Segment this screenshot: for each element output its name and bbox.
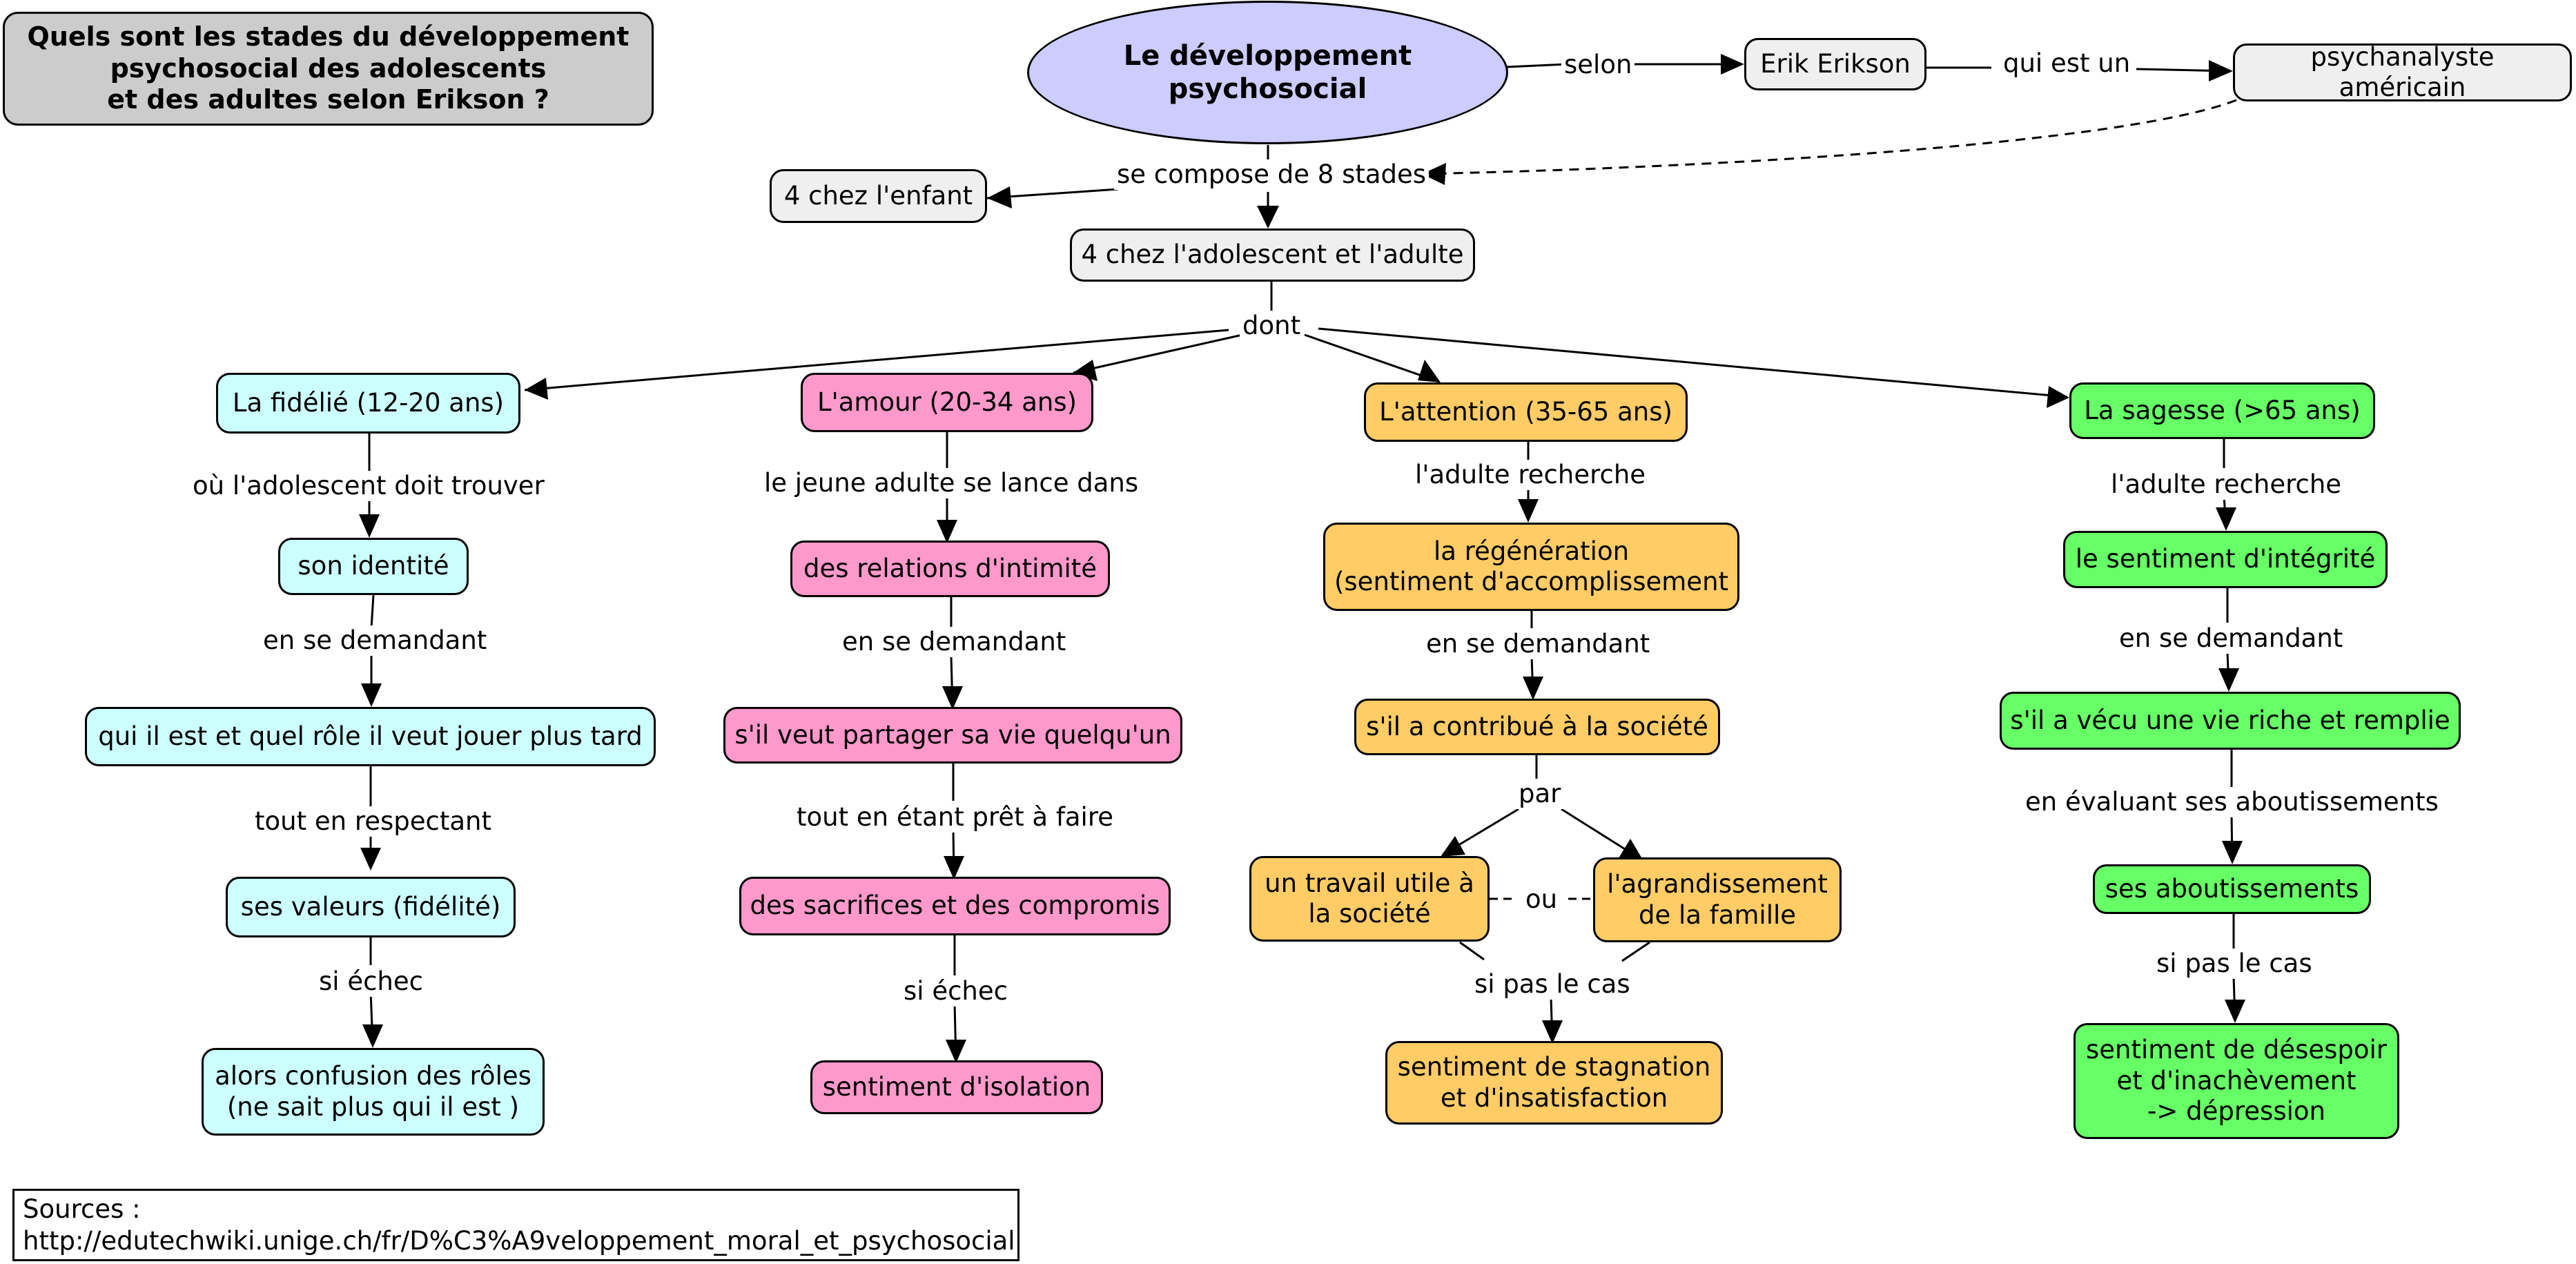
node-4-adolescent-adulte: 4 chez l'adolescent et l'adulte	[1070, 229, 1475, 282]
arrowhead	[1072, 360, 1097, 381]
node-travail-utile: un travail utile à la société	[1249, 856, 1490, 942]
sources-label: Sources :	[23, 1194, 141, 1224]
arrowhead	[937, 520, 957, 543]
arrowhead	[359, 514, 380, 538]
node-4-enfant: 4 chez l'enfant	[770, 169, 987, 223]
link-label-ou: ou	[1523, 884, 1561, 915]
arrowhead	[2209, 60, 2233, 81]
link-label: le jeune adulte se lance dans	[761, 468, 1142, 499]
node-contribue-societe: s'il a contribué à la société	[1354, 699, 1720, 755]
arrowhead	[2222, 841, 2243, 864]
node-vie-riche: s'il a vécu une vie riche et remplie	[2000, 692, 2461, 750]
node-psychanalyste: psychanalyste américain	[2233, 42, 2572, 102]
arrowhead	[1542, 1020, 1563, 1044]
stage-amour: L'amour (20-34 ans)	[801, 373, 1093, 432]
node-sentiment-integrite: le sentiment d'intégrité	[2063, 531, 2388, 588]
arrowhead	[1523, 677, 1543, 700]
link-label-se-compose: se compose de 8 stades	[1114, 159, 1430, 191]
arrowhead	[2047, 386, 2069, 408]
node-regeneration: la régénération (sentiment d'accomplisse…	[1323, 523, 1739, 611]
link-label: en se demandant	[839, 627, 1069, 658]
node-desespoir: sentiment de désespoir et d'inachèvement…	[2074, 1023, 2399, 1139]
arrowhead	[525, 378, 548, 400]
arrowhead	[1721, 54, 1744, 75]
arrowhead	[2218, 668, 2239, 692]
node-qui-il-est: qui il est et quel rôle il veut jouer pl…	[85, 707, 656, 766]
node-agrandissement-famille: l'agrandissement de la famille	[1593, 857, 1842, 942]
link-label: si échec	[316, 966, 426, 998]
node-son-identite: son identité	[278, 538, 469, 595]
arrowhead	[362, 1024, 383, 1048]
root-node: Le développement psychosocial	[1027, 1, 1508, 144]
link-label: en se demandant	[2116, 623, 2346, 654]
arrowhead	[987, 186, 1012, 208]
link-label: en évaluant ses aboutissements	[2022, 787, 2441, 818]
node-sacrifices-compromis: des sacrifices et des compromis	[739, 877, 1171, 935]
arrowhead	[1619, 839, 1643, 861]
link-label-par: par	[1516, 779, 1564, 810]
link-label: où l'adolescent doit trouver	[190, 471, 547, 502]
link-label: en se demandant	[260, 625, 490, 657]
link-label: l'adulte recherche	[1412, 460, 1649, 491]
link-label: tout en étant prêt à faire	[794, 802, 1116, 833]
question-title: Quels sont les stades du développement p…	[3, 12, 654, 126]
arrowhead	[1441, 836, 1465, 857]
link-label-qui-est-un: qui est un	[2000, 48, 2134, 79]
node-ses-aboutissements: ses aboutissements	[2093, 864, 2371, 914]
arrowhead	[1518, 499, 1539, 523]
arrowhead	[1257, 206, 1279, 229]
sources-box: Sources : http://edutechwiki.unige.ch/fr…	[12, 1189, 1019, 1261]
node-sentiment-isolation: sentiment d'isolation	[810, 1060, 1103, 1114]
arrowhead	[360, 848, 381, 871]
arrowhead	[361, 683, 382, 707]
arrowhead	[946, 1040, 966, 1063]
stage-fidelite: La fidélié (12-20 ans)	[216, 373, 520, 434]
arrowhead	[2216, 507, 2236, 531]
node-relations-intimite: des relations d'intimité	[790, 541, 1110, 597]
link-label: si échec	[901, 976, 1011, 1007]
link-label: en se demandant	[1423, 629, 1653, 660]
stage-sagesse: La sagesse (>65 ans)	[2069, 382, 2375, 439]
node-ses-valeurs: ses valeurs (fidélité)	[226, 877, 516, 937]
link-label: si pas le cas	[2154, 949, 2315, 980]
arrowhead	[1418, 360, 1441, 382]
link-label-dont: dont	[1240, 311, 1304, 342]
node-confusion-des-roles: alors confusion des rôles (ne sait plus …	[202, 1048, 545, 1136]
arrowhead	[1422, 163, 1446, 185]
link-label-selon: selon	[1561, 50, 1635, 81]
arrowhead	[2225, 1000, 2245, 1023]
arrowhead	[944, 856, 964, 879]
link-label: si pas le cas	[1472, 969, 1633, 1000]
node-stagnation: sentiment de stagnation et d'insatisfact…	[1385, 1041, 1723, 1125]
node-partager-sa-vie: s'il veut partager sa vie quelqu'un	[723, 707, 1182, 764]
stage-attention: L'attention (35-65 ans)	[1364, 382, 1688, 442]
arrowhead	[942, 686, 963, 710]
link-label: tout en respectant	[252, 806, 495, 837]
sources-url[interactable]: http://edutechwiki.unige.ch/fr/D%C3%A9ve…	[23, 1226, 1015, 1256]
node-erik-erikson: Erik Erikson	[1744, 38, 1926, 90]
link-label: l'adulte recherche	[2108, 469, 2345, 500]
